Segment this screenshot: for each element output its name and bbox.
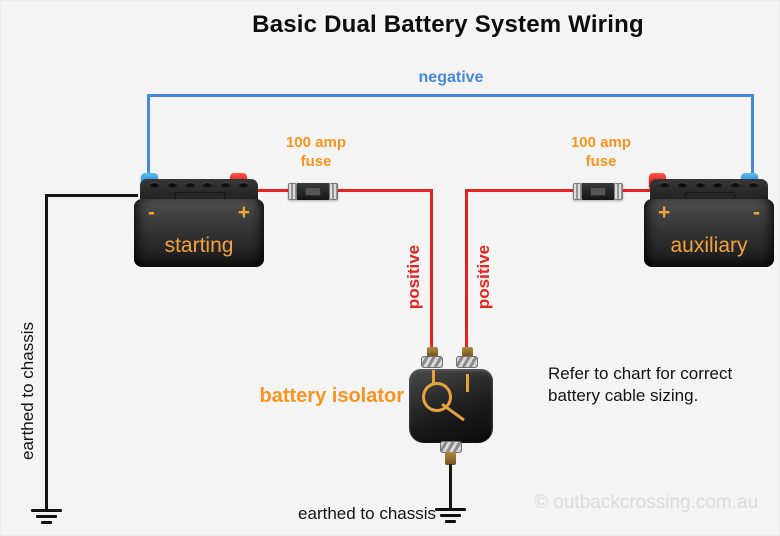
auxiliary-battery: + - auxiliary [644, 171, 774, 267]
fuse-end-cap [288, 183, 297, 200]
fuse-label-left: 100 amp fuse [285, 134, 347, 170]
negative-wire-left [147, 94, 150, 186]
positive-wire-left-vertical [430, 189, 433, 349]
battery-cell-caps [650, 179, 768, 188]
polarity-sign: - [753, 201, 760, 224]
battery-body: - + starting [134, 199, 264, 267]
fuse-label-right: 100 amp fuse [570, 134, 632, 170]
negative-label: negative [418, 69, 484, 86]
battery-body: + - auxiliary [644, 199, 774, 267]
positive-wire-left-horizontal [244, 189, 433, 192]
battery-name: starting [164, 234, 234, 257]
fuse-rating-mark [590, 187, 606, 196]
isolator-terminal-nut [421, 356, 443, 368]
battery-isolator-label: battery isolator [259, 385, 404, 407]
isolator-terminal-nut [456, 356, 478, 368]
fuse-left [288, 183, 338, 200]
cable-sizing-note: Refer to chart for correct battery cable… [548, 364, 733, 406]
negative-wire-top [147, 94, 754, 97]
earthed-to-chassis-label-bottom: earthed to chassis [298, 504, 436, 523]
battery-lid [650, 179, 768, 203]
earthed-to-chassis-label-left: earthed to chassis [18, 322, 37, 460]
chassis-wire-left-horizontal [45, 194, 138, 197]
fuse-rating-mark [305, 187, 321, 196]
fuse-right [573, 183, 623, 200]
battery-name: auxiliary [670, 234, 748, 257]
positive-wire-right-vertical [465, 189, 468, 349]
polarity-sign: + [658, 201, 671, 224]
positive-wire-right-horizontal [467, 189, 655, 192]
watermark: © outbackcrossing.com.au [534, 492, 759, 513]
fuse-body [582, 183, 614, 200]
chassis-wire-bottom [449, 464, 452, 509]
positive-label-left: positive [404, 244, 423, 310]
isolator-terminal-stud [462, 347, 473, 357]
battery-cell-caps [140, 179, 258, 188]
positive-label-right: positive [474, 244, 493, 310]
polarity-sign: - [148, 201, 155, 224]
fuse-body [297, 183, 329, 200]
isolator-terminal-stud [445, 452, 456, 465]
battery-isolator-device [409, 369, 493, 443]
chassis-wire-left-vertical [45, 194, 48, 511]
negative-wire-right [751, 94, 754, 191]
fuse-end-cap [614, 183, 623, 200]
battery-lid [140, 179, 258, 203]
fuse-end-cap [573, 183, 582, 200]
starting-battery: - + starting [134, 171, 264, 267]
page-title: Basic Dual Battery System Wiring [252, 11, 644, 38]
isolator-terminal-stud [427, 347, 438, 357]
polarity-sign: + [237, 201, 250, 224]
fuse-end-cap [329, 183, 338, 200]
